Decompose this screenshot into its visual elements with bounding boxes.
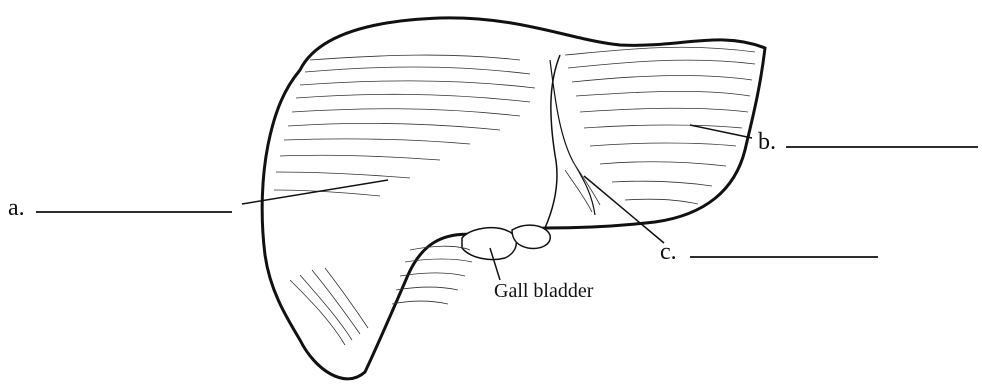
gall-bladder-shape (462, 228, 516, 260)
label-b: b. (758, 130, 776, 154)
gall-bladder-shape-2 (512, 225, 550, 248)
label-gall-bladder: Gall bladder (494, 281, 593, 301)
label-c: c. (660, 240, 677, 264)
label-a: a. (8, 196, 25, 220)
